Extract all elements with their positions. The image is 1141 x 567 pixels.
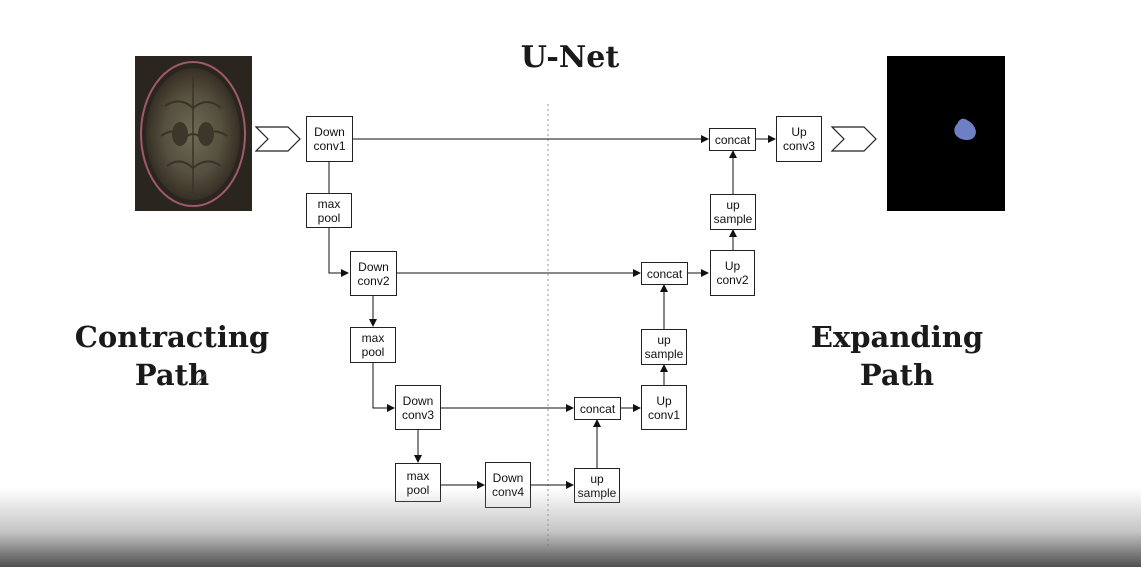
input-mri-image — [135, 56, 252, 211]
down-conv3-block: Down conv3 — [395, 385, 441, 430]
max-pool1-block: max pool — [306, 193, 352, 228]
up-conv2-block: Up conv2 — [710, 250, 755, 296]
pen-cursor-icon — [195, 373, 207, 385]
concat1-block: concat — [574, 397, 621, 420]
up-sample3-block: up sample — [710, 194, 756, 230]
brain-mri-scan-icon — [135, 56, 252, 211]
segmentation-mask-icon — [887, 56, 1005, 211]
up-conv1-block: Up conv1 — [641, 385, 687, 430]
down-conv4-block: Down conv4 — [485, 462, 531, 508]
concat2-block: concat — [641, 262, 688, 285]
input-chevron-icon — [254, 126, 301, 152]
down-conv1-block: Down conv1 — [306, 116, 353, 162]
down-conv2-block: Down conv2 — [350, 251, 397, 296]
concat3-block: concat — [709, 128, 756, 151]
slide-title: U-Net — [520, 40, 620, 75]
output-chevron-icon — [830, 126, 877, 152]
max-pool3-block: max pool — [395, 463, 441, 502]
up-sample1-block: up sample — [574, 468, 620, 503]
up-sample2-block: up sample — [641, 329, 687, 365]
max-pool2-block: max pool — [350, 327, 396, 363]
up-conv3-block: Up conv3 — [776, 116, 822, 162]
arrow-maxpool1-downconv2 — [328, 228, 349, 277]
contracting-path-label: Contracting Path — [74, 320, 270, 392]
expanding-path-label: Expanding Path — [810, 320, 984, 392]
output-segmentation-image — [887, 56, 1005, 211]
arrow-maxpool2-downconv3 — [372, 363, 395, 412]
